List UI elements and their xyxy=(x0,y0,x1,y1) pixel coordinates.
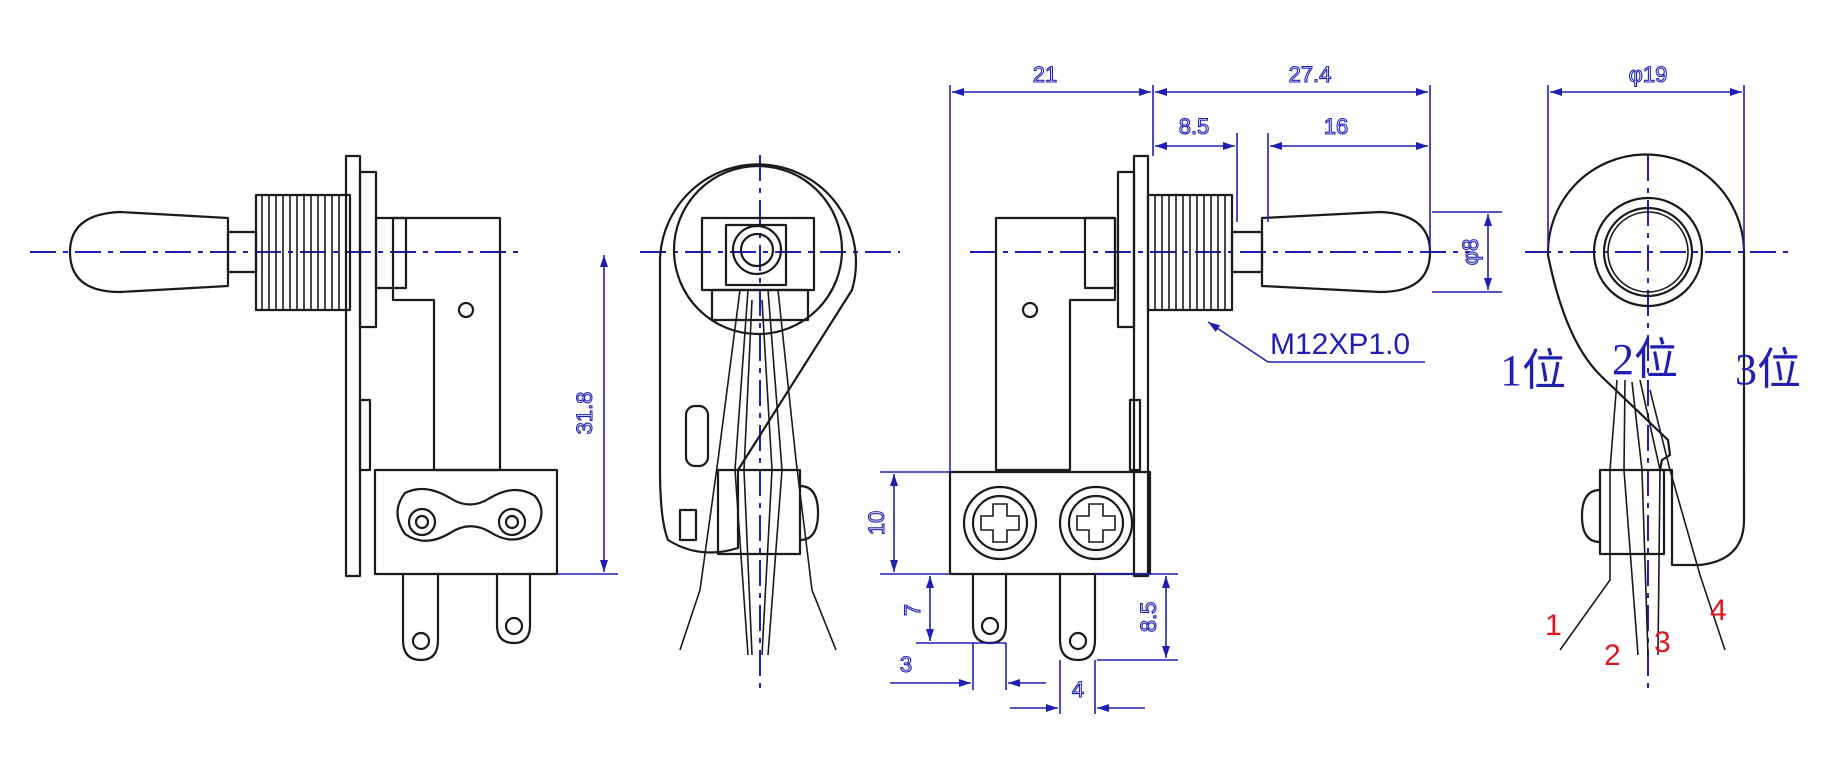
side-screw xyxy=(798,484,820,542)
mounting-plate xyxy=(344,154,362,578)
spring-contacts-front xyxy=(679,289,837,656)
rear-view: φ19 1位 2位 3位 1 2 3 4 xyxy=(1500,61,1801,690)
solder-tab-right xyxy=(495,572,532,645)
position-2-label: 2位 xyxy=(1612,335,1678,384)
thread-spec-label: M12XP1.0 xyxy=(1270,328,1410,361)
pin-1-label: 1 xyxy=(1545,609,1562,642)
dim-solder-tab-left xyxy=(971,572,1008,645)
position-3-label: 3位 xyxy=(1735,345,1801,394)
dim-10-label: 10 xyxy=(864,511,889,535)
front-housing xyxy=(658,163,858,554)
dim-16-label: 16 xyxy=(1324,114,1348,139)
rear-bushing-outer xyxy=(1592,196,1704,308)
dim-dia8-label: φ8 xyxy=(1458,239,1483,266)
threaded-bushing xyxy=(254,193,352,312)
dim-lever-tip xyxy=(1260,210,1432,294)
screw-right xyxy=(1058,485,1134,561)
terminal-link xyxy=(396,487,543,542)
dim-27-4-label: 27.4 xyxy=(1289,62,1332,87)
rear-housing xyxy=(1546,153,1746,567)
dim-3-label: 3 xyxy=(900,652,912,677)
bushing-ring xyxy=(672,164,844,336)
front-view xyxy=(640,155,900,690)
rear-side-screw xyxy=(1580,488,1602,544)
pin-4-label: 4 xyxy=(1710,594,1727,627)
dim-7-label: 7 xyxy=(900,604,925,616)
pin-3-label: 3 xyxy=(1654,626,1671,659)
dim-8-5-top-label: 8.5 xyxy=(1179,114,1210,139)
spring-contacts-rear xyxy=(1559,379,1726,656)
solder-tab-left xyxy=(401,572,440,662)
rear-contact-block xyxy=(1598,468,1666,556)
rear-bushing-inner xyxy=(1602,206,1694,298)
dim-dia19-label: φ19 xyxy=(1629,62,1668,87)
dim-21-label: 21 xyxy=(1033,62,1057,87)
pin-2-label: 2 xyxy=(1604,639,1621,672)
position-1-label: 1位 xyxy=(1500,346,1566,395)
dimension-lines: 21 27.4 8.5 16 φ8 10 7 xyxy=(863,61,1502,714)
frame-bracket xyxy=(391,216,502,472)
contact-block xyxy=(716,468,802,556)
dim-8-5-side-label: 8.5 xyxy=(1136,602,1161,633)
dim-mounting-plate xyxy=(1132,154,1150,578)
dim-threaded-bushing xyxy=(1146,193,1234,312)
dim-31-8-label: 31.8 xyxy=(572,392,597,435)
dim-base-block xyxy=(948,470,1152,576)
lever-tip xyxy=(68,210,230,294)
base-block xyxy=(373,468,559,576)
dimension-31-8: 31.8 xyxy=(557,255,618,575)
dimensioned-side-view: 21 27.4 8.5 16 φ8 10 7 xyxy=(863,61,1502,714)
dim-solder-tab-right xyxy=(1058,572,1097,662)
dim-4-label: 4 xyxy=(1072,677,1084,702)
side-view: 31.8 xyxy=(30,154,618,662)
dim-frame-bracket xyxy=(994,216,1117,472)
screw-left xyxy=(962,485,1038,561)
